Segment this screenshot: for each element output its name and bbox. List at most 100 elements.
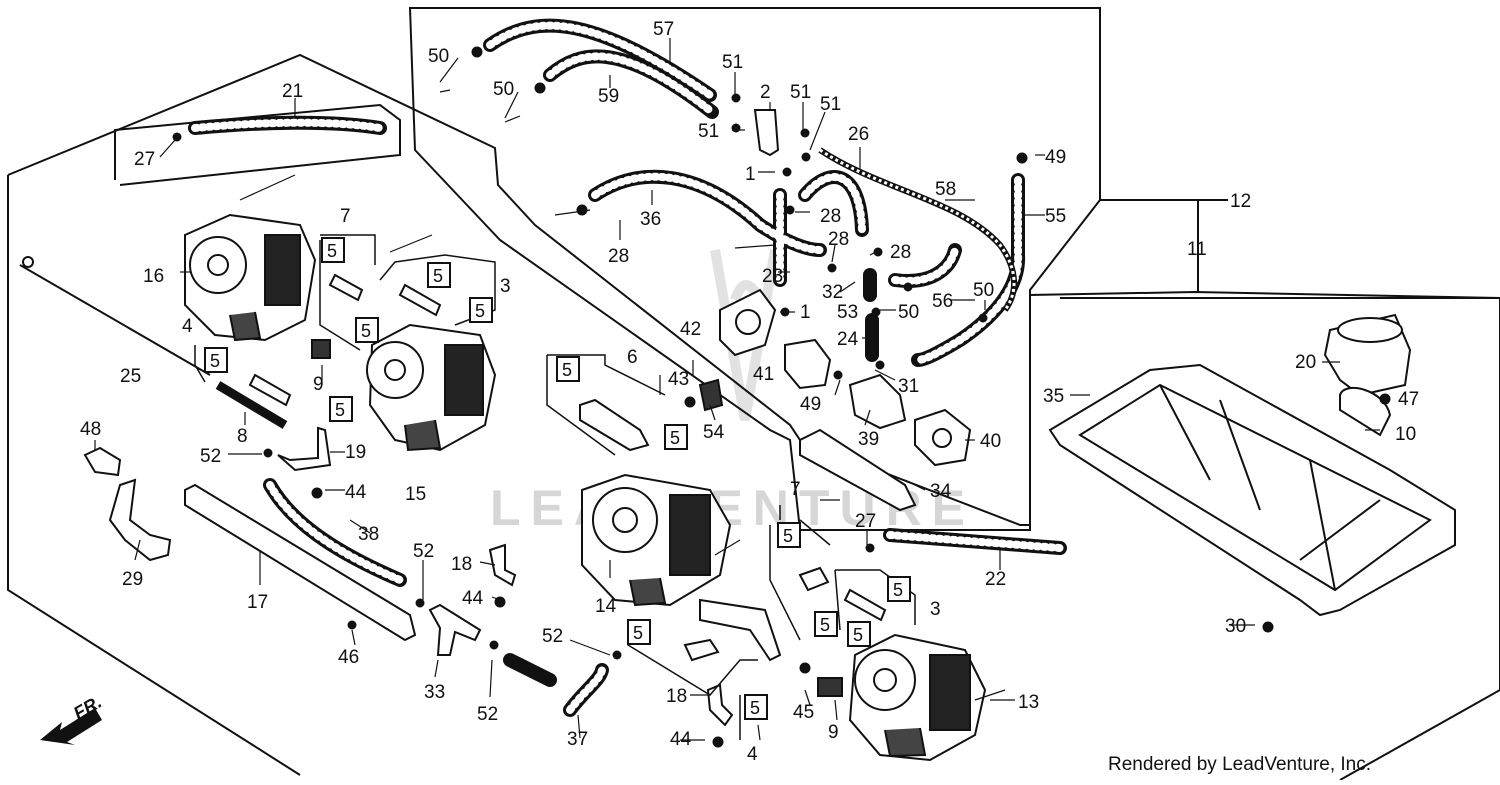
front-arrow-icon: FR. [40, 692, 105, 745]
clip-50-a [471, 46, 483, 58]
callout-6: 6 [627, 347, 638, 368]
callout-38: 38 [358, 524, 379, 545]
svg-text:5: 5 [670, 428, 680, 448]
bracket-7-upper [319, 234, 376, 351]
part-41 [784, 338, 832, 390]
callout-18-b: 18 [666, 686, 687, 707]
callout-52-d: 52 [542, 626, 563, 647]
callout-29: 29 [122, 569, 143, 590]
box-5-h: 5 [664, 424, 688, 450]
clip-52-d [612, 650, 622, 660]
callout-12: 12 [1230, 191, 1251, 212]
callout-21: 21 [282, 81, 303, 102]
callout-50-b: 50 [493, 79, 514, 100]
callout-52-a: 52 [200, 446, 221, 467]
screw-44-b [494, 596, 506, 608]
bracket-7-lower [769, 505, 831, 641]
callout-36: 36 [640, 209, 661, 230]
svg-text:5: 5 [335, 400, 345, 420]
clip-51-d [801, 152, 811, 162]
clip-50-b [534, 82, 546, 94]
callout-49-a: 49 [1045, 147, 1066, 168]
bracket-18-lower [706, 683, 734, 727]
callout-18-a: 18 [451, 554, 472, 575]
callout-51-d: 51 [698, 121, 719, 142]
clip-50-c [978, 313, 988, 323]
callout-10: 10 [1395, 424, 1416, 445]
clip-43 [684, 396, 696, 408]
callout-39: 39 [858, 429, 879, 450]
box-5-d: 5 [355, 317, 379, 343]
carburetor-13 [848, 633, 987, 762]
components [19, 109, 1456, 727]
callout-43: 43 [668, 369, 689, 390]
callout-57: 57 [653, 19, 674, 40]
callout-26: 26 [848, 124, 869, 145]
callout-46: 46 [338, 647, 359, 668]
callout-20: 20 [1295, 352, 1316, 373]
bracket-4-upper [194, 345, 206, 383]
box-5-b: 5 [427, 262, 451, 288]
airbox-35 [1048, 363, 1456, 617]
carburetor-14 [581, 473, 782, 662]
svg-text:5: 5 [750, 698, 760, 718]
callout-44-b: 44 [462, 588, 484, 609]
svg-text:5: 5 [853, 625, 863, 645]
box-5-f: 5 [329, 396, 353, 422]
callout-22: 22 [985, 569, 1006, 590]
callout-55: 55 [1045, 206, 1066, 227]
rod-25 [19, 264, 211, 376]
pipe-6 [579, 398, 650, 452]
callout-32: 32 [822, 282, 843, 303]
clip-28-d [873, 247, 883, 257]
pipe-3-lower [843, 588, 887, 622]
tee-2 [753, 109, 780, 157]
callout-50-c: 50 [973, 280, 994, 301]
bracket-48 [83, 446, 122, 477]
clip-28-c [827, 263, 837, 273]
callout-7-a: 7 [340, 206, 351, 227]
callout-1-a: 1 [745, 164, 756, 185]
clip-51-c [800, 128, 810, 138]
rod-25-end [22, 256, 34, 268]
adaptor-20-mouth [1337, 317, 1403, 343]
callout-25: 25 [120, 366, 141, 387]
svg-text:5: 5 [820, 615, 830, 635]
callout-33: 33 [424, 682, 445, 703]
clip-52-c [489, 640, 499, 650]
callout-48: 48 [80, 419, 101, 440]
carburetors [184, 213, 987, 762]
box-5-c: 5 [469, 297, 493, 323]
callout-23: 23 [762, 266, 783, 287]
box-5-j: 5 [887, 576, 911, 602]
callout-56: 56 [932, 291, 953, 312]
callout-50-d: 50 [898, 302, 919, 323]
clip-31 [875, 360, 885, 370]
callout-35: 35 [1043, 386, 1064, 407]
callout-27-b: 27 [855, 511, 876, 532]
box-5-l: 5 [847, 621, 871, 647]
box-5-k: 5 [814, 611, 838, 637]
callout-45: 45 [793, 702, 814, 723]
callout-24: 24 [837, 329, 859, 350]
part-39 [848, 373, 907, 430]
box-5-g: 5 [556, 356, 580, 382]
part-42-hole [735, 309, 761, 335]
hose-21-box [114, 103, 401, 186]
tee-33 [428, 603, 482, 656]
callout-31: 31 [898, 376, 919, 397]
clip-52-b [415, 598, 425, 608]
clip-51-b [731, 123, 741, 133]
pipe-7-lower [798, 566, 830, 592]
credit-text: Rendered by LeadVenture, Inc. [1108, 754, 1371, 775]
svg-text:5: 5 [210, 351, 220, 371]
clip-53 [871, 307, 881, 317]
callout-17: 17 [247, 592, 268, 613]
svg-text:5: 5 [893, 580, 903, 600]
svg-text:5: 5 [433, 266, 443, 286]
callout-40: 40 [980, 431, 1001, 452]
callout-13: 13 [1018, 692, 1039, 713]
callout-3-a: 3 [500, 276, 511, 297]
clip-28-a [576, 204, 588, 216]
clip-28-b [785, 205, 795, 215]
